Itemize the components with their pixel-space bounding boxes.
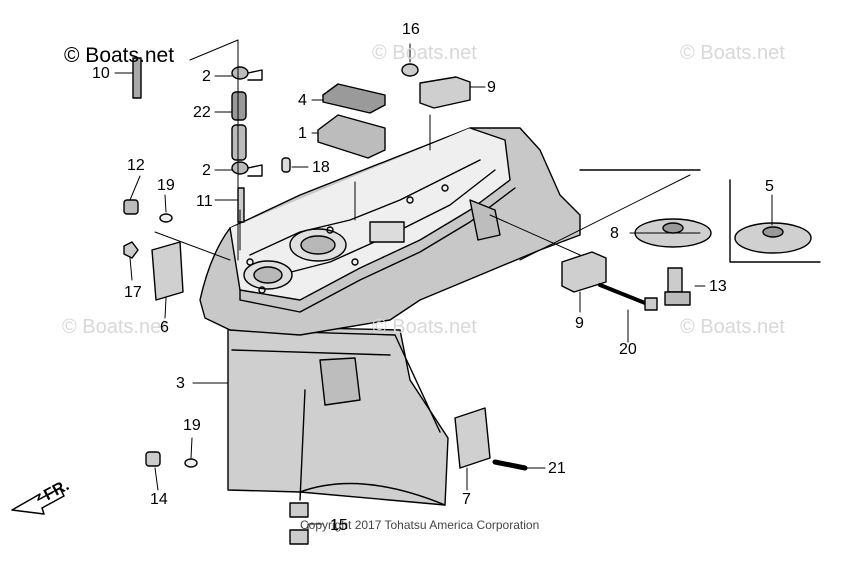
callout-7: 7 <box>462 491 471 508</box>
watermark: © Boats.net <box>680 42 785 64</box>
callout-19: 19 <box>183 417 201 434</box>
rubber-strip-part <box>322 83 386 114</box>
callout-2: 2 <box>202 162 211 179</box>
copyright-notice: Copyright 2017 Tohatsu America Corporati… <box>300 518 540 532</box>
callout-9: 9 <box>487 79 496 96</box>
callout-21: 21 <box>548 460 566 477</box>
callout-20: 20 <box>619 341 637 358</box>
callout-22: 22 <box>193 104 211 121</box>
lower-right-parts <box>561 251 691 311</box>
left-fasteners <box>123 199 184 301</box>
callout-18: 18 <box>312 159 330 176</box>
callout-17: 17 <box>124 284 142 301</box>
callout-10: 10 <box>92 65 110 82</box>
callout-14: 14 <box>150 491 168 508</box>
watermark: © Boats.net <box>372 42 477 64</box>
lower-fasteners <box>145 407 528 545</box>
callout-8: 8 <box>610 225 619 242</box>
callout-12: 12 <box>127 157 145 174</box>
callout-13: 13 <box>709 278 727 295</box>
callout-16: 16 <box>402 21 420 38</box>
gear-case-part <box>227 325 449 506</box>
front-direction-arrow <box>11 487 65 515</box>
leader-lines <box>114 39 773 541</box>
callout-5: 5 <box>765 178 774 195</box>
brand-logo: © Boats.net <box>64 44 175 67</box>
watermark: © Boats.net <box>62 316 167 338</box>
callout-4: 4 <box>298 92 307 109</box>
callout-9: 9 <box>575 315 584 332</box>
trim-tab-parts <box>579 169 821 263</box>
upper-housing-part <box>199 127 581 336</box>
callout-19: 19 <box>157 177 175 194</box>
watermark: © Boats.net <box>372 316 477 338</box>
callout-11: 11 <box>196 193 213 210</box>
callout-6: 6 <box>160 319 169 336</box>
plate-part <box>317 114 386 159</box>
callout-3: 3 <box>176 375 185 392</box>
watermark: © Boats.net <box>680 316 785 338</box>
hose-parts <box>132 57 291 223</box>
callout-15: 15 <box>330 517 348 534</box>
callout-2: 2 <box>202 68 211 85</box>
callout-1: 1 <box>298 125 307 142</box>
upper-right-block <box>401 63 471 109</box>
